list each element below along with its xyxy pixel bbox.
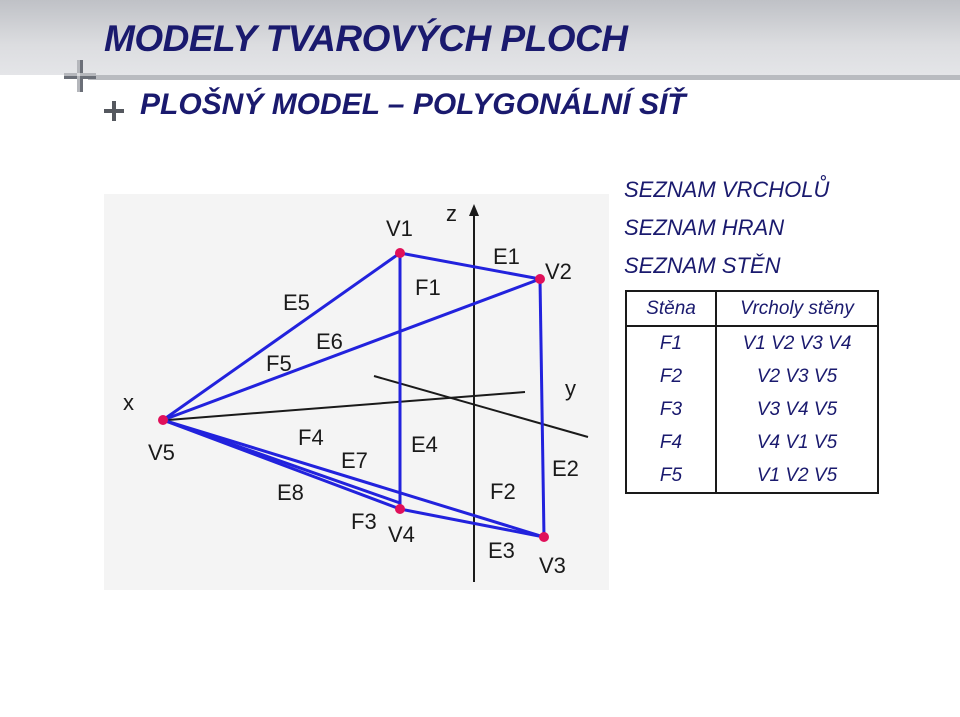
vertex-list-label: SEZNAM VRCHOLŮ: [624, 177, 830, 202]
table-cell: F1: [626, 326, 717, 360]
face-label-f4: F4: [298, 425, 324, 450]
vertex-v2: [535, 274, 545, 284]
table-header: Stěna: [626, 291, 717, 327]
table-cell: V1 V2 V3 V4: [742, 332, 852, 354]
edge-label-e2: E2: [552, 456, 579, 481]
edge-e8-inner: [162, 418, 401, 505]
table-cell: F4: [626, 426, 717, 459]
vertex-v3: [539, 532, 549, 542]
vertex-label-v4: V4: [388, 522, 415, 547]
axis-label-z: z: [446, 201, 457, 226]
edge-label-e4: E4: [411, 432, 438, 457]
axis-label-x: x: [123, 390, 134, 415]
face-label-f5: F5: [266, 351, 292, 376]
face-label-f1: F1: [415, 275, 441, 300]
face-label-f2: F2: [490, 479, 516, 504]
table-row: F3 V3 V4 V5: [626, 393, 878, 426]
header-underline: [88, 75, 960, 80]
z-axis-arrow: [469, 204, 479, 216]
edge-label-e5: E5: [283, 290, 310, 315]
vertex-v4: [395, 504, 405, 514]
edge-label-e3: E3: [488, 538, 515, 563]
edge-label-e8: E8: [277, 480, 304, 505]
vertex-label-v3: V3: [539, 553, 566, 578]
table-cell: V4 V1 V5: [756, 431, 838, 453]
edge-e3: [399, 507, 545, 539]
bullet-cross-icon: [104, 101, 124, 121]
table-cell: F3: [626, 393, 717, 426]
y-axis: [373, 375, 589, 438]
face-list-label: SEZNAM STĚN: [624, 253, 781, 278]
edge-e5: [162, 251, 401, 422]
vertex-v1: [395, 248, 405, 258]
edge-label-e6: E6: [316, 329, 343, 354]
face-label-f3: F3: [351, 509, 377, 534]
vertex-label-v5: V5: [148, 440, 175, 465]
edge-label-e1: E1: [493, 244, 520, 269]
table-cell: F2: [626, 360, 717, 393]
table-row: F4 V4 V1 V5: [626, 426, 878, 459]
axis-label-y: y: [565, 376, 576, 401]
table-row: F5 V1 V2 V5: [626, 459, 878, 493]
bullet-cross-icon: [64, 60, 96, 92]
slide-subtitle: PLOŠNÝ MODEL – POLYGONÁLNÍ SÍŤ: [140, 88, 686, 121]
table-header-row: Stěna Vrcholy stěny: [626, 291, 878, 327]
edge-e1: [399, 251, 541, 281]
table-header: Vrcholy stěny: [716, 291, 878, 327]
table-cell: F5: [626, 459, 717, 493]
table-row: F1 V1 V2 V3 V4: [626, 326, 878, 360]
vertex-label-v2: V2: [545, 259, 572, 284]
vertex-v5: [158, 415, 168, 425]
slide-title: MODELY TVAROVÝCH PLOCH: [104, 18, 628, 59]
table-cell: V1 V2 V5: [756, 464, 838, 486]
vertex-label-v1: V1: [386, 216, 413, 241]
x-axis: [167, 391, 526, 421]
table-row: F2 V2 V3 V5: [626, 360, 878, 393]
edge-list-label: SEZNAM HRAN: [624, 215, 785, 240]
edge-label-e7: E7: [341, 448, 368, 473]
table-cell: V2 V3 V5: [756, 365, 838, 387]
table-cell: V3 V4 V5: [756, 398, 838, 420]
edge-e2: [538, 278, 546, 538]
face-table: Stěna Vrcholy stěny F1 V1 V2 V3 V4 F2 V2…: [625, 290, 879, 494]
edge-e6: [162, 277, 541, 422]
edge-e8: [162, 418, 545, 539]
header-bar: [0, 0, 960, 75]
